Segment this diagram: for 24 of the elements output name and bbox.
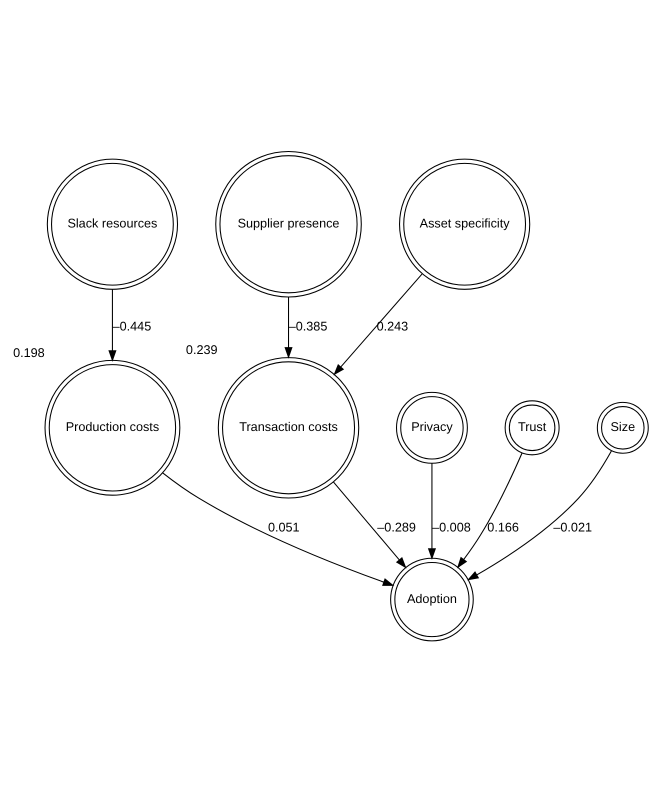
node-circle: Transaction costs bbox=[218, 357, 360, 499]
arrow bbox=[333, 274, 422, 376]
node-circle: Privacy bbox=[396, 392, 468, 464]
edge-label: –0.021 bbox=[553, 520, 592, 535]
arrow bbox=[428, 463, 436, 560]
node-circle: Production costs bbox=[44, 360, 180, 496]
node-circle: Trust bbox=[504, 400, 560, 456]
node-circle: Slack resources bbox=[46, 158, 178, 290]
edge-label: 0.051 bbox=[268, 520, 300, 535]
edge-label: 0.166 bbox=[487, 520, 519, 535]
arrow bbox=[108, 290, 116, 362]
edge-label: –0.289 bbox=[377, 520, 416, 535]
node-label: 0.198 bbox=[13, 346, 45, 360]
arrow bbox=[284, 297, 293, 359]
edge-label: –0.385 bbox=[288, 320, 328, 334]
node-circle: Asset specificity bbox=[399, 158, 530, 290]
arrow bbox=[467, 450, 612, 580]
arrow bbox=[456, 453, 522, 568]
node-label: 0.239 bbox=[186, 342, 218, 357]
arrow bbox=[333, 482, 407, 568]
node-circle: Size bbox=[596, 402, 649, 454]
edge-label: 0.243 bbox=[376, 320, 408, 334]
node-circle: Supplier presence bbox=[215, 150, 362, 298]
arrow bbox=[162, 472, 394, 586]
